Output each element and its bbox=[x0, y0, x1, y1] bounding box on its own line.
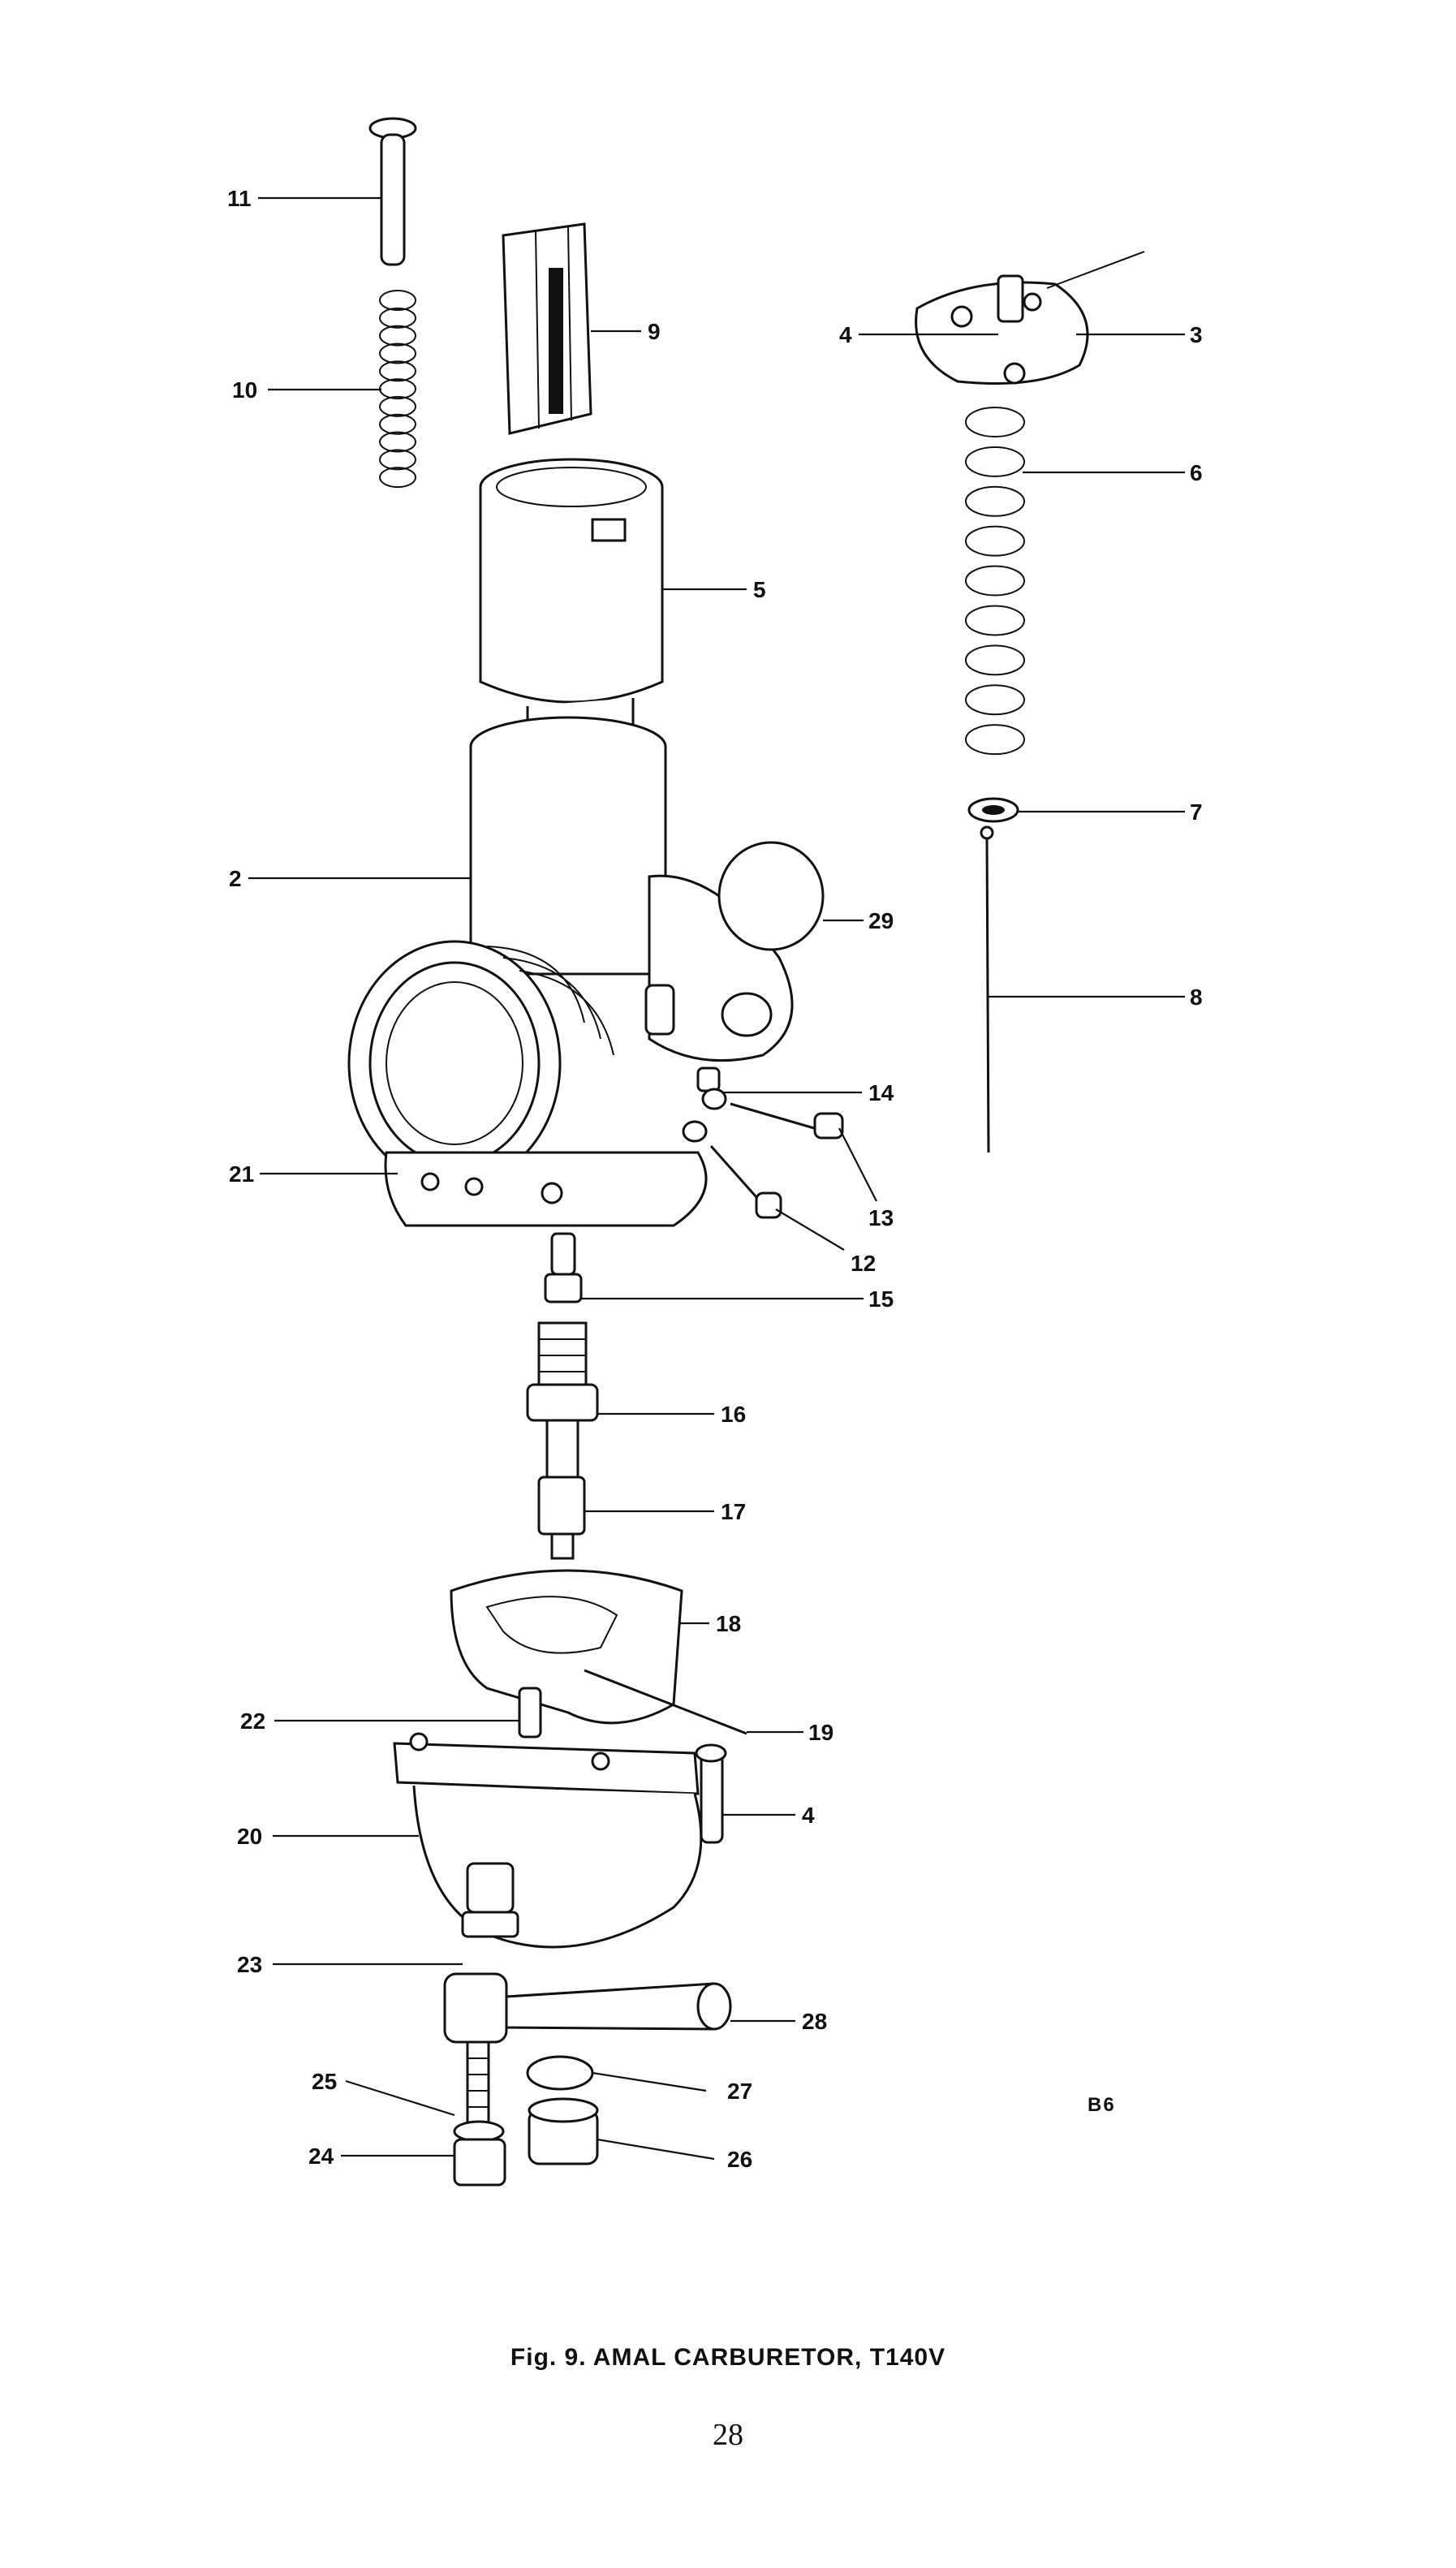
callout-8: 8 bbox=[1190, 985, 1203, 1010]
callout-22: 22 bbox=[240, 1708, 265, 1734]
callout-13: 13 bbox=[868, 1205, 894, 1230]
callout-16: 16 bbox=[721, 1402, 746, 1427]
part-6-throttle-spring bbox=[965, 407, 1026, 756]
callout-29: 29 bbox=[868, 908, 894, 933]
callout-3: 3 bbox=[1190, 322, 1203, 347]
callout-9: 9 bbox=[648, 319, 661, 344]
part-15-16-17-jet-assembly bbox=[526, 1232, 599, 1560]
page-number: 28 bbox=[713, 2418, 743, 2452]
part-29-o-ring bbox=[717, 841, 825, 951]
part-3-chamber-top bbox=[915, 251, 1145, 385]
callout-17: 17 bbox=[721, 1499, 746, 1524]
callout-19: 19 bbox=[808, 1720, 834, 1745]
part-7-needle-clip bbox=[967, 797, 1019, 823]
callout-4-top: 4 bbox=[839, 322, 852, 347]
part-5-throttle-slide bbox=[479, 458, 664, 747]
callout-10: 10 bbox=[232, 377, 257, 403]
leader-lines bbox=[248, 196, 1185, 2161]
part-10-spring bbox=[379, 290, 417, 489]
callout-12: 12 bbox=[851, 1251, 876, 1276]
callout-23: 23 bbox=[237, 1952, 262, 1977]
callout-14: 14 bbox=[868, 1080, 894, 1105]
part-24-28-banjo-assembly bbox=[443, 1972, 732, 2187]
callout-26: 26 bbox=[727, 2147, 752, 2172]
part-20-float-chamber bbox=[393, 1687, 727, 1949]
callout-24: 24 bbox=[308, 2144, 334, 2169]
callout-20: 20 bbox=[237, 1824, 262, 1849]
callout-5: 5 bbox=[753, 577, 766, 602]
callout-27: 27 bbox=[727, 2079, 752, 2104]
figure-caption: Fig. 9. AMAL CARBURETOR, T140V bbox=[510, 2344, 946, 2371]
part-11-pin bbox=[368, 117, 417, 266]
part-2-carburetor-body bbox=[347, 716, 794, 1227]
callout-2: 2 bbox=[229, 866, 242, 891]
callout-4-bottom: 4 bbox=[802, 1803, 815, 1828]
part-14-13-12-screws bbox=[682, 1066, 844, 1219]
callout-15: 15 bbox=[868, 1286, 894, 1312]
callout-11: 11 bbox=[227, 186, 252, 211]
callout-labels: 11 9 10 4 3 6 5 7 2 29 8 14 21 13 12 15 … bbox=[227, 186, 1203, 2172]
callout-25: 25 bbox=[312, 2069, 337, 2094]
callout-21: 21 bbox=[229, 1161, 254, 1187]
callout-18: 18 bbox=[716, 1611, 741, 1636]
part-9-air-valve bbox=[502, 222, 592, 435]
callout-28: 28 bbox=[802, 2009, 827, 2034]
callout-6: 6 bbox=[1190, 460, 1203, 485]
part-8-needle bbox=[980, 825, 994, 1153]
part-18-19-float bbox=[450, 1569, 747, 1735]
callout-7: 7 bbox=[1190, 799, 1203, 825]
sheet-code: B6 bbox=[1088, 2094, 1116, 2116]
